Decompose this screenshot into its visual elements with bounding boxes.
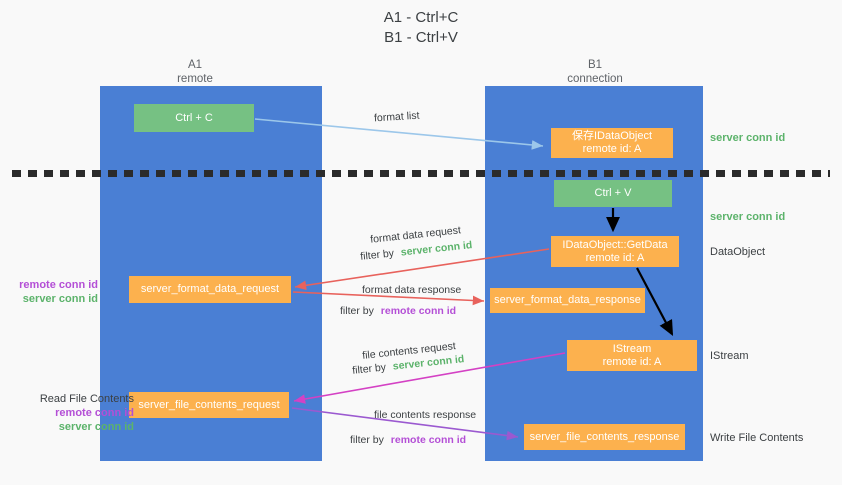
annotation-conn-ids-upper: remote conn id server conn id xyxy=(8,278,98,306)
page-title: A1 - Ctrl+C B1 - Ctrl+V xyxy=(0,8,842,48)
edge-label-format-list: format list xyxy=(373,109,420,125)
node-ctrl-v-label: Ctrl + V xyxy=(594,187,632,199)
column-header-b1: B1 connection xyxy=(520,58,670,86)
column-a1-name: A1 xyxy=(187,59,203,71)
annotation-server-conn-id: server conn id xyxy=(58,421,134,433)
filter-by-text: filter by xyxy=(350,434,384,446)
annotation-dataobject: DataObject xyxy=(710,246,766,258)
edge-label-file-contents-response: file contents response xyxy=(374,409,477,421)
node-server-format-data-response-label: server_format_data_response xyxy=(494,294,641,306)
server-conn-id-text: server conn id xyxy=(400,239,473,259)
edge-label-format-data-response-filter: filter by remote conn id xyxy=(340,305,456,317)
phase-divider xyxy=(12,170,830,177)
remote-conn-id-text: remote conn id xyxy=(390,434,467,446)
node-server-file-contents-response-label: server_file_contents_response xyxy=(529,430,680,443)
node-istream-line1: IStream xyxy=(612,342,652,355)
annotation-read-file-contents: Read File Contents xyxy=(39,393,134,405)
node-istream-line2: remote id: A xyxy=(602,355,662,368)
node-save-idataobject-line2: remote id: A xyxy=(582,143,642,155)
node-istream[interactable]: IStream remote id: A xyxy=(567,340,697,371)
node-server-file-contents-request[interactable]: server_file_contents_request xyxy=(129,392,289,418)
node-save-idataobject-line1: 保存IDataObject xyxy=(571,130,653,142)
column-a1-sub: remote xyxy=(177,73,213,85)
column-b1-name: B1 xyxy=(587,59,603,71)
filter-by-text: filter by xyxy=(340,305,374,317)
annotation-remote-conn-id: remote conn id xyxy=(55,407,134,419)
node-getdata-line1: IDataObject::GetData xyxy=(562,238,668,251)
node-server-format-data-request-label: server_format_data_request xyxy=(140,283,280,295)
annotation-write-file-contents: Write File Contents xyxy=(710,432,804,444)
remote-conn-id-text: remote conn id xyxy=(380,305,457,317)
edge-label-file-contents-response-filter: filter by remote conn id xyxy=(350,434,466,446)
annotation-istream: IStream xyxy=(710,350,749,362)
node-server-format-data-response[interactable]: server_format_data_response xyxy=(490,288,645,313)
annotation-server-conn-id: server conn id xyxy=(22,293,98,305)
node-server-file-contents-response[interactable]: server_file_contents_response xyxy=(524,424,685,450)
annotation-read-file-contents-group: Read File Contents remote conn id server… xyxy=(8,392,134,434)
column-b1-sub: connection xyxy=(567,73,623,85)
node-ctrl-v[interactable]: Ctrl + V xyxy=(554,180,672,207)
node-server-format-data-request[interactable]: server_format_data_request xyxy=(129,276,291,303)
edge-label-format-data-response: format data response xyxy=(362,284,462,296)
node-server-file-contents-request-label: server_file_contents_request xyxy=(138,398,280,411)
title-line-2: B1 - Ctrl+V xyxy=(384,29,458,46)
annotation-remote-conn-id: remote conn id xyxy=(19,279,98,291)
node-ctrl-c[interactable]: Ctrl + C xyxy=(134,104,254,132)
annotation-server-conn-id-second: server conn id xyxy=(710,211,786,223)
node-getdata-line2: remote id: A xyxy=(585,251,645,264)
column-header-a1: A1 remote xyxy=(120,58,270,86)
title-line-1: A1 - Ctrl+C xyxy=(383,9,459,26)
filter-by-text: filter by xyxy=(359,247,395,263)
node-ctrl-c-label: Ctrl + C xyxy=(175,111,213,124)
annotation-server-conn-id-top: server conn id xyxy=(710,132,786,144)
node-idataobject-getdata[interactable]: IDataObject::GetData remote id: A xyxy=(551,236,679,267)
filter-by-text: filter by xyxy=(351,361,387,377)
node-save-idataobject[interactable]: 保存IDataObject remote id: A xyxy=(551,128,673,158)
